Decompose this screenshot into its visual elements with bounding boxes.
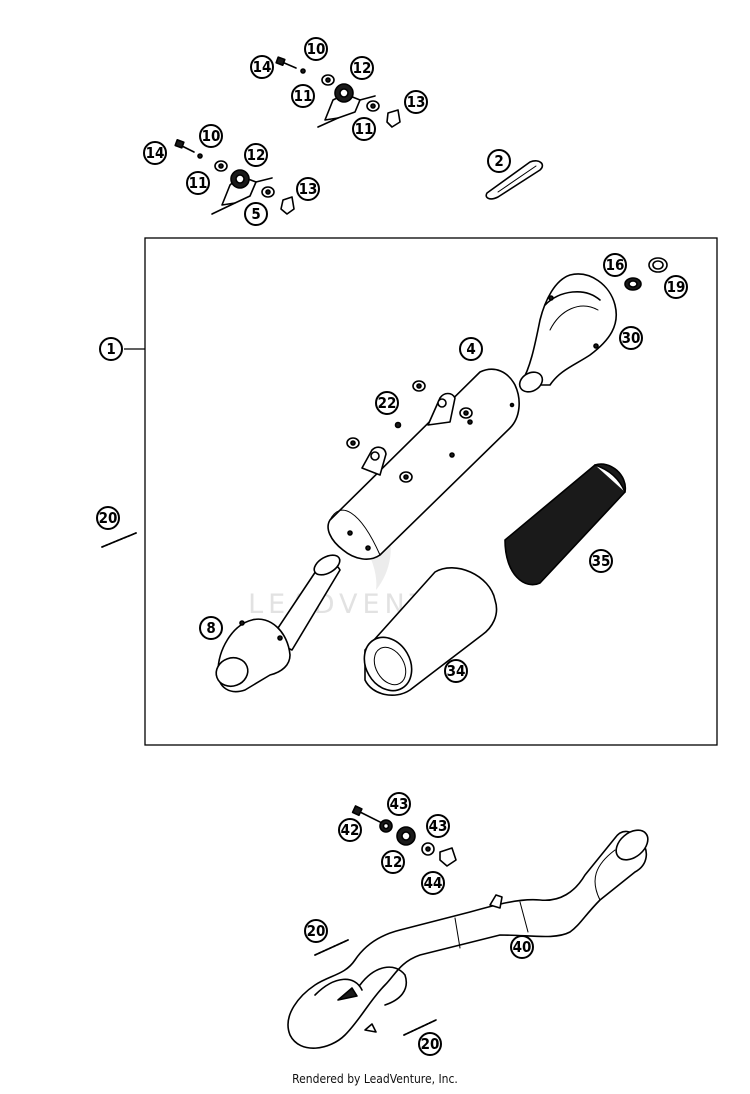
svg-text:43: 43 [390, 795, 409, 813]
callout-30[interactable]: 30 [619, 326, 643, 350]
svg-text:22: 22 [378, 394, 397, 412]
svg-text:12: 12 [353, 59, 372, 77]
svg-text:5: 5 [251, 205, 260, 223]
callout-22[interactable]: 22 [375, 391, 399, 415]
callout-40[interactable]: 40 [510, 935, 534, 959]
svg-text:20: 20 [307, 922, 326, 940]
header-pipe [287, 829, 649, 1049]
svg-text:11: 11 [355, 120, 374, 138]
svg-text:13: 13 [407, 93, 426, 111]
callout-11-upper-left[interactable]: 11 [291, 84, 315, 108]
svg-text:20: 20 [99, 509, 118, 527]
callout-4[interactable]: 4 [459, 337, 483, 361]
header-mount-hardware [351, 805, 457, 867]
callout-43-upper[interactable]: 43 [387, 792, 411, 816]
spring-middle [314, 939, 349, 956]
svg-text:19: 19 [667, 278, 686, 296]
callout-20-middle[interactable]: 20 [304, 919, 328, 943]
svg-text:20: 20 [421, 1035, 440, 1053]
lower-mount-hardware [174, 139, 295, 215]
muffler-body [327, 368, 520, 560]
svg-text:12: 12 [247, 146, 266, 164]
svg-text:16: 16 [606, 256, 625, 274]
svg-text:40: 40 [513, 938, 532, 956]
callout-5[interactable]: 5 [244, 202, 268, 226]
callout-20-bottom[interactable]: 20 [418, 1032, 442, 1056]
spring-left [101, 532, 137, 548]
svg-text:10: 10 [202, 127, 221, 145]
svg-text:30: 30 [622, 329, 641, 347]
footer-credit: Rendered by LeadVenture, Inc. [292, 1072, 458, 1086]
heat-guard-strip [485, 160, 544, 200]
callout-13-lower[interactable]: 13 [296, 177, 320, 201]
callout-20-left[interactable]: 20 [96, 506, 120, 530]
callout-1[interactable]: 1 [99, 337, 123, 361]
callout-34[interactable]: 34 [444, 659, 468, 683]
svg-text:44: 44 [424, 874, 443, 892]
callout-14-upper[interactable]: 14 [250, 55, 274, 79]
callout-13-upper[interactable]: 13 [404, 90, 428, 114]
callout-12-header[interactable]: 12 [381, 850, 405, 874]
callout-16[interactable]: 16 [603, 253, 627, 277]
svg-text:8: 8 [206, 619, 215, 637]
callout-44[interactable]: 44 [421, 871, 445, 895]
callout-10-lower[interactable]: 10 [199, 124, 223, 148]
upper-mount-hardware [275, 56, 401, 128]
callout-35[interactable]: 35 [589, 549, 613, 573]
callout-12-lower[interactable]: 12 [244, 143, 268, 167]
callout-2[interactable]: 2 [487, 149, 511, 173]
svg-text:11: 11 [294, 87, 313, 105]
silencer-sleeve [363, 567, 498, 696]
svg-text:13: 13 [299, 180, 318, 198]
callout-19[interactable]: 19 [664, 275, 688, 299]
svg-text:34: 34 [447, 662, 466, 680]
mid-pipe-end-cap [215, 554, 341, 693]
svg-text:1: 1 [106, 340, 115, 358]
callout-8[interactable]: 8 [199, 616, 223, 640]
callouts: 14 10 11 12 11 13 14 10 12 11 5 13 2 1 1… [96, 37, 688, 1056]
muffler-assembly-frame [144, 237, 718, 746]
svg-text:35: 35 [592, 552, 611, 570]
svg-text:14: 14 [146, 144, 165, 162]
callout-10-upper[interactable]: 10 [304, 37, 328, 61]
svg-text:11: 11 [189, 174, 208, 192]
svg-text:43: 43 [429, 817, 448, 835]
svg-text:42: 42 [341, 821, 360, 839]
callout-11-lower[interactable]: 11 [186, 171, 210, 195]
silencer-inlet-pipe [518, 257, 668, 393]
svg-text:12: 12 [384, 853, 403, 871]
svg-text:2: 2 [494, 152, 503, 170]
packing-wool [504, 463, 626, 586]
svg-text:4: 4 [466, 340, 475, 358]
svg-text:14: 14 [253, 58, 272, 76]
callout-11-upper-right[interactable]: 11 [352, 117, 376, 141]
callout-12-upper[interactable]: 12 [350, 56, 374, 80]
svg-text:10: 10 [307, 40, 326, 58]
callout-14-lower[interactable]: 14 [143, 141, 167, 165]
spring-bottom [403, 1019, 437, 1036]
callout-42[interactable]: 42 [338, 818, 362, 842]
callout-43-lower[interactable]: 43 [426, 814, 450, 838]
